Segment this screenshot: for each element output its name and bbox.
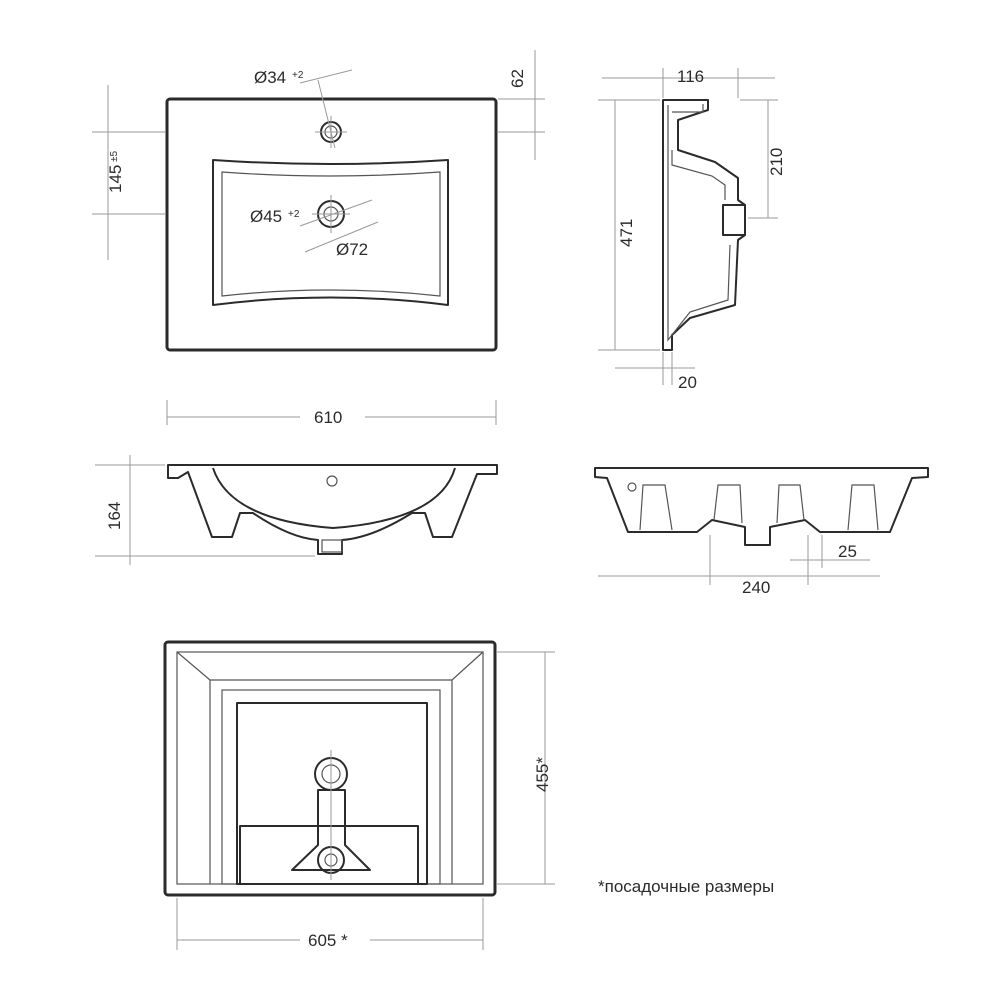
dim-62-label: 62 [508, 69, 527, 88]
front-section-drain [321, 539, 343, 553]
bottom-view-bowl [236, 702, 428, 885]
side-view-outline [662, 99, 746, 351]
dim-240-label: 240 [742, 578, 770, 597]
top-view-bowl-inner [221, 171, 441, 297]
side-view-inner [667, 105, 731, 342]
side-view-rim [672, 104, 704, 113]
drain-hole-label: Ø45 [250, 207, 282, 226]
drain-outer-label: Ø72 [336, 240, 368, 259]
dim-471-label: 471 [617, 219, 636, 247]
dim-20-label: 20 [678, 373, 697, 392]
dim-116-label: 116 [677, 67, 704, 86]
front-section-bowl [212, 467, 456, 529]
dim-25-label: 25 [838, 542, 857, 561]
bottom-view-chamfer-top [176, 651, 484, 681]
front-section-overflow-hole [326, 475, 338, 487]
side-view-overflow [671, 150, 726, 200]
bottom-view-drain-pad [239, 825, 419, 885]
side-section-outline [594, 467, 929, 546]
top-view-bowl [212, 159, 449, 306]
dim-455-label: 455* [533, 757, 552, 792]
front-section-outline [167, 464, 498, 555]
drain-outer-leader [304, 221, 379, 253]
dim-145-label: 145 [106, 165, 125, 193]
bottom-view: 455* 605 * [163, 640, 555, 950]
bottom-view-overflow-channel [291, 789, 371, 871]
faucet-hole-tol: +2 [292, 70, 304, 81]
top-view-outline [165, 97, 498, 352]
side-section-rib-4 [847, 484, 879, 531]
footnote: *посадочные размеры [598, 877, 774, 896]
dim-610-label: 610 [314, 408, 342, 427]
side-view-drain [722, 204, 746, 236]
side-section: 240 25 [594, 467, 929, 597]
faucet-hole-label: Ø34 [254, 68, 286, 87]
drain-hole-tol: +2 [288, 209, 300, 220]
top-view: Ø34 +2 Ø45 +2 Ø72 62 145 ±5 610 [92, 50, 545, 427]
dim-210-label: 210 [767, 148, 786, 176]
drain-hole-leader [299, 199, 373, 227]
bottom-view-outline [163, 640, 497, 897]
side-section-rib-1 [639, 484, 673, 531]
faucet-hole-leader [317, 79, 336, 149]
dim-145-tol: ±5 [109, 151, 120, 162]
dim-605-label: 605 * [308, 931, 348, 950]
front-section: 164 [95, 455, 498, 565]
bottom-view-rim [176, 651, 484, 885]
side-section-rib-3 [776, 484, 805, 524]
dim-164-label: 164 [105, 502, 124, 530]
side-view: 116 471 210 20 [598, 67, 786, 392]
side-section-rib-2 [713, 484, 743, 524]
faucet-hole-leader-2 [299, 69, 353, 84]
side-section-overflow-hole [627, 482, 637, 492]
